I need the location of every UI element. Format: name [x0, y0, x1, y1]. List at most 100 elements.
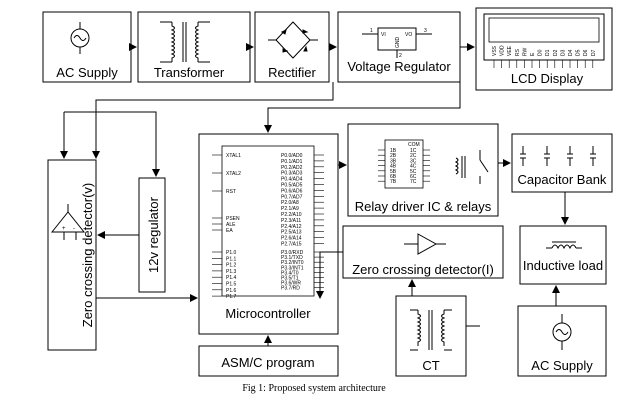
mcu-pin-p0-0-ad0: P0.0/AD0 — [281, 153, 303, 159]
ac-supply-bottom-label: AC Supply — [531, 358, 593, 373]
mcu-pin-p1-5: P1.5 — [226, 282, 237, 288]
voltage-regulator-block: VI VO GND 1 3 2 Voltage Regulator — [337, 11, 461, 83]
mcu-pin-ea: EA — [226, 228, 233, 234]
mcu-pin-p2-7-a15: P2.7/A15 — [281, 242, 302, 248]
uln-pin-6c: 6C — [410, 174, 417, 180]
ct-label: CT — [422, 358, 439, 373]
mcu-pin-rst: RST — [226, 189, 236, 195]
vreg-pin-gnd: GND — [395, 37, 401, 49]
lcd-pin-vss: VSS — [492, 45, 498, 56]
lcd-pin-e: E — [530, 52, 536, 56]
mcu-pin-psen: PSEN — [226, 216, 240, 222]
ac-source-bottom-icon — [552, 314, 572, 350]
zero-crossing-v-label: Zero crossing detector(v) — [80, 183, 95, 328]
mcu-pin-ale: ALE — [226, 222, 236, 228]
mcu-pin-p0-5-ad5: P0.5/AD5 — [281, 183, 303, 189]
inductive-load-label: Inductive load — [523, 258, 603, 273]
regulator-chip-icon: VI VO GND 1 3 2 — [362, 27, 432, 59]
vreg-pin-vo: VO — [405, 32, 412, 38]
voltage-regulator-label: Voltage Regulator — [347, 59, 451, 74]
comparator-icon: + - — [50, 204, 86, 240]
mcu-pin-p3-0-rxd: P3.0/RXD — [281, 250, 304, 256]
mcu-pin-p2-4-a12: P2.4/A12 — [281, 224, 302, 230]
zero-crossing-i-block: Zero crossing detector(I) — [342, 225, 504, 279]
ac-source-icon — [70, 22, 90, 54]
lcd-pin-d4: D4 — [568, 49, 574, 56]
capacitor-icons — [520, 146, 596, 166]
lcd-pin-d2: D2 — [553, 49, 559, 56]
uln-chip — [384, 139, 424, 189]
inductive-load-block: Inductive load — [519, 225, 607, 285]
mcu-pin-p2-2-a10: P2.2/A10 — [281, 212, 302, 218]
transformer-block: Transformer — [137, 11, 251, 83]
comparator-plus: + — [62, 226, 66, 232]
uln-pin-1c: 1C — [410, 148, 417, 154]
rectifier-block: Rectifier — [254, 11, 330, 83]
lcd-pin-vee: VEE — [507, 45, 513, 56]
mcu-pin-p0-6-ad6: P0.6/AD6 — [281, 188, 303, 194]
mcu-pin-labels: XTAL1XTAL2RSTPSENALEEAP1.0P1.1P1.2P1.3P1… — [212, 153, 324, 300]
uln-pin-7b: 7B — [390, 179, 397, 185]
mcu-pin-p2-0-a8: P2.0/A8 — [281, 200, 299, 206]
mcu-pin-xtal2: XTAL2 — [226, 171, 241, 177]
uln-pin-2b: 2B — [390, 153, 397, 159]
lcd-pin-d3: D3 — [560, 49, 566, 56]
vreg-pin-vi: VI — [381, 32, 386, 38]
ac-supply-top-block: AC Supply — [42, 11, 132, 83]
capacitor-bank-label: Capacitor Bank — [518, 172, 607, 187]
mcu-pin-p2-5-a13: P2.5/A13 — [281, 230, 302, 236]
mcu-pin-p3-5-t1: P3.5/T1 — [281, 276, 299, 282]
comparator-i-icon — [404, 233, 446, 255]
mcu-pin-p3-2-int0: P3.2/INT0 — [281, 260, 304, 266]
comparator-minus: - — [73, 226, 75, 232]
lcd-pin-d6: D6 — [583, 49, 589, 56]
inductor-icon — [546, 241, 582, 250]
mcu-pin-p0-7-ad7: P0.7/AD7 — [281, 194, 303, 200]
mcu-chip — [221, 145, 315, 297]
mcu-pin-p3-4-t0: P3.4/T0 — [281, 270, 299, 276]
mcu-pin-p1-0: P1.0 — [226, 250, 237, 256]
mcu-pin-p1-3: P1.3 — [226, 269, 237, 275]
mcu-pin-p3-1-txd: P3.1/TXD — [281, 255, 303, 261]
uln-pin-com: COM — [408, 142, 420, 148]
mcu-pin-p3-6-wr: P3.6/WR — [281, 281, 301, 287]
uln-pin-4b: 4B — [390, 164, 397, 170]
uln-pin-4c: 4C — [410, 164, 417, 170]
asm-program-block: ASM/C program — [198, 345, 339, 377]
mcu-pin-p0-1-ad1: P0.1/AD1 — [281, 159, 303, 165]
connector-lines — [60, 82, 569, 346]
lcd-screen — [488, 17, 600, 43]
mcu-pin-p1-4: P1.4 — [226, 275, 237, 281]
uln-pin-5b: 5B — [390, 169, 397, 175]
mcu-pin-p2-6-a14: P2.6/A14 — [281, 236, 302, 242]
mcu-pin-p1-6: P1.6 — [226, 288, 237, 294]
uln-pin-5c: 5C — [410, 169, 417, 175]
figure-caption: Fig 1: Proposed system architecture — [242, 383, 386, 394]
mcu-pin-p1-2: P1.2 — [226, 263, 237, 269]
mcu-pin-p0-2-ad2: P0.2/AD2 — [281, 165, 303, 171]
uln-pin-7c: 7C — [410, 179, 417, 185]
current-transformer-icon — [410, 309, 452, 351]
uln-pin-2c: 2C — [410, 153, 417, 159]
vreg-pin-3: 3 — [424, 28, 427, 34]
transformer-label: Transformer — [154, 65, 225, 80]
lcd-pin-d5: D5 — [576, 49, 582, 56]
mcu-pin-p2-3-a11: P2.3/A11 — [281, 218, 301, 224]
lcd-pin-d7: D7 — [591, 49, 597, 56]
relay-driver-label: Relay driver IC & relays — [355, 199, 492, 214]
vreg-pin-2: 2 — [399, 53, 402, 59]
uln-pin-3b: 3B — [390, 158, 397, 164]
lcd-pin-d0: D0 — [538, 49, 544, 56]
lcd-pin-rw: RW — [522, 47, 528, 56]
rectifier-label: Rectifier — [268, 65, 316, 80]
regulator-12v-block: 12v regulator — [138, 177, 166, 293]
lcd-pin-rs: RS — [515, 48, 521, 56]
lcd-pin-vdd: VDD — [500, 45, 506, 56]
mcu-pin-xtal1: XTAL1 — [226, 153, 241, 159]
relay-icon — [454, 150, 489, 184]
zero-crossing-i-label: Zero crossing detector(I) — [352, 262, 494, 277]
